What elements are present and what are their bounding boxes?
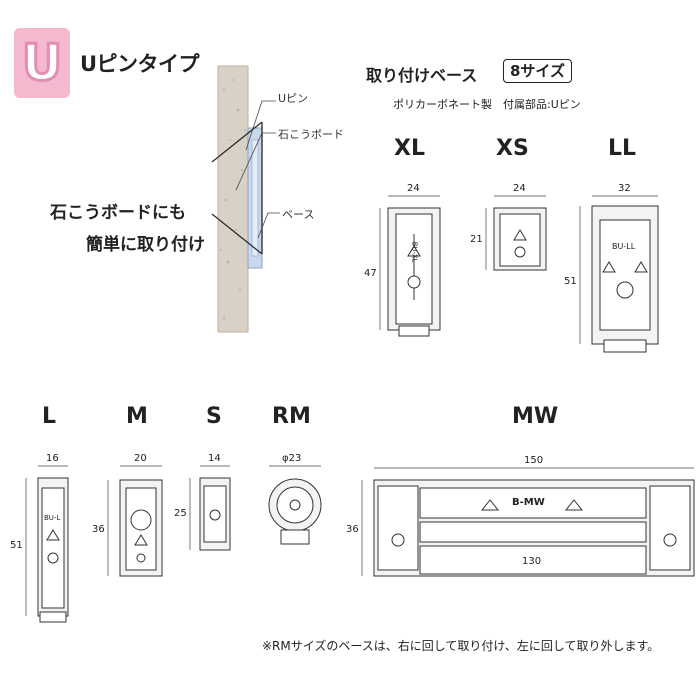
dim-l-width: 16 bbox=[46, 453, 59, 464]
dim-m-width: 20 bbox=[134, 453, 147, 464]
size-label-xl: XL bbox=[394, 136, 425, 161]
caption-line1: 石こうボードにも bbox=[50, 203, 186, 223]
part-s bbox=[199, 477, 231, 551]
dim-mw-width: 150 bbox=[524, 455, 544, 466]
badge-letter: U bbox=[20, 34, 64, 92]
part-ll bbox=[591, 205, 659, 353]
label-base: ベース bbox=[282, 208, 315, 221]
size-count-box: 8サイズ bbox=[503, 59, 572, 83]
dim-s-height: 25 bbox=[174, 508, 187, 519]
part-l bbox=[37, 477, 69, 623]
marking-mw: B-MW bbox=[512, 497, 545, 508]
material-text: ポリカーボネート製 付属部品:Uピン bbox=[393, 98, 581, 111]
u-pin-illustration bbox=[211, 121, 263, 255]
dim-ll-height: 51 bbox=[564, 276, 577, 287]
dim-xl-height: 47 bbox=[364, 268, 377, 279]
marking-ll: BU-LL bbox=[612, 242, 636, 251]
dim-ll-width: 32 bbox=[618, 183, 631, 194]
part-drawings bbox=[37, 205, 695, 623]
leader-upin bbox=[245, 100, 276, 151]
marking-l: BU-L bbox=[44, 514, 61, 522]
dim-xs-width: 24 bbox=[513, 183, 526, 194]
part-m bbox=[119, 479, 163, 577]
type-title: Uピンタイプ bbox=[80, 52, 200, 76]
size-label-mw: MW bbox=[512, 404, 559, 429]
part-mw bbox=[373, 479, 695, 577]
board-illustration bbox=[217, 65, 249, 333]
dim-s-width: 14 bbox=[208, 453, 221, 464]
dim-m-height: 36 bbox=[92, 524, 105, 535]
part-xs bbox=[493, 207, 547, 271]
dim-l-height: 51 bbox=[10, 540, 23, 551]
type-badge: U bbox=[14, 28, 70, 98]
dim-mw-inner: 130 bbox=[522, 556, 542, 567]
size-label-m: M bbox=[126, 404, 148, 429]
caption-line2: 簡単に取り付け bbox=[86, 235, 205, 255]
label-upin: Uピン bbox=[278, 92, 309, 105]
size-label-xs: XS bbox=[496, 136, 529, 161]
base-title: 取り付けベース bbox=[366, 66, 478, 85]
size-label-s: S bbox=[206, 404, 222, 429]
size-label-rm: RM bbox=[272, 404, 311, 429]
size-label-l: L bbox=[42, 404, 57, 429]
dimension-lines bbox=[25, 195, 694, 616]
marking-xl: BU-XL bbox=[410, 241, 419, 263]
dim-mw-height: 36 bbox=[346, 524, 359, 535]
dim-xl-width: 24 bbox=[407, 183, 420, 194]
dim-xs-height: 21 bbox=[470, 234, 483, 245]
leader-base bbox=[257, 212, 280, 239]
leader-board bbox=[235, 132, 276, 191]
dim-rm-diameter: φ23 bbox=[282, 453, 302, 464]
label-board: 石こうボード bbox=[278, 128, 344, 141]
footnote: ※RMサイズのベースは、右に回して取り付け、左に回して取り外します。 bbox=[262, 639, 660, 653]
part-xl bbox=[387, 207, 441, 337]
part-rm bbox=[268, 478, 322, 545]
size-label-ll: LL bbox=[608, 136, 637, 161]
